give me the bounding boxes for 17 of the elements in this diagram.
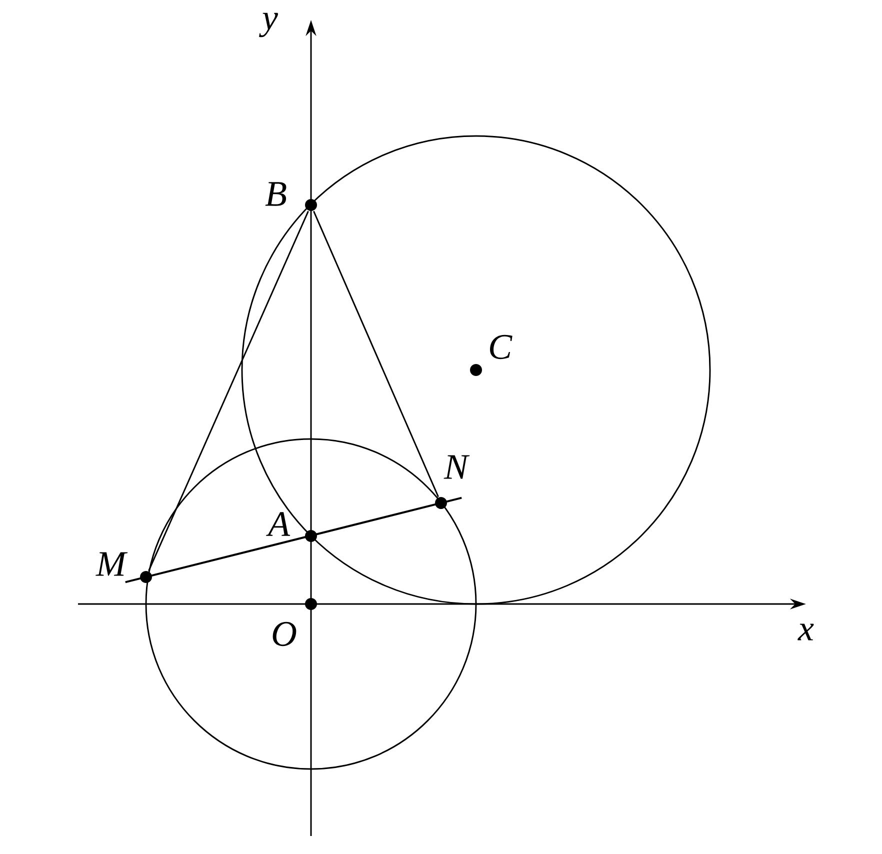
node-label: O [272,622,296,646]
line-segment [125,496,462,584]
labeled-point: N [435,455,470,509]
labeled-point: O [272,598,317,646]
node-label: M [96,552,128,576]
node-label: A [266,512,290,536]
axis-label: x [798,624,814,640]
labeled-point: B [265,182,317,211]
labeled-point: M [96,552,152,583]
node-label: N [444,455,470,479]
labeled-point: C [470,334,512,376]
axis-label: y [259,12,278,38]
line-segment [313,210,439,498]
node-label: C [490,334,512,360]
labeled-point: A [266,512,317,542]
line-segment [148,210,309,572]
node-label: B [265,182,286,206]
